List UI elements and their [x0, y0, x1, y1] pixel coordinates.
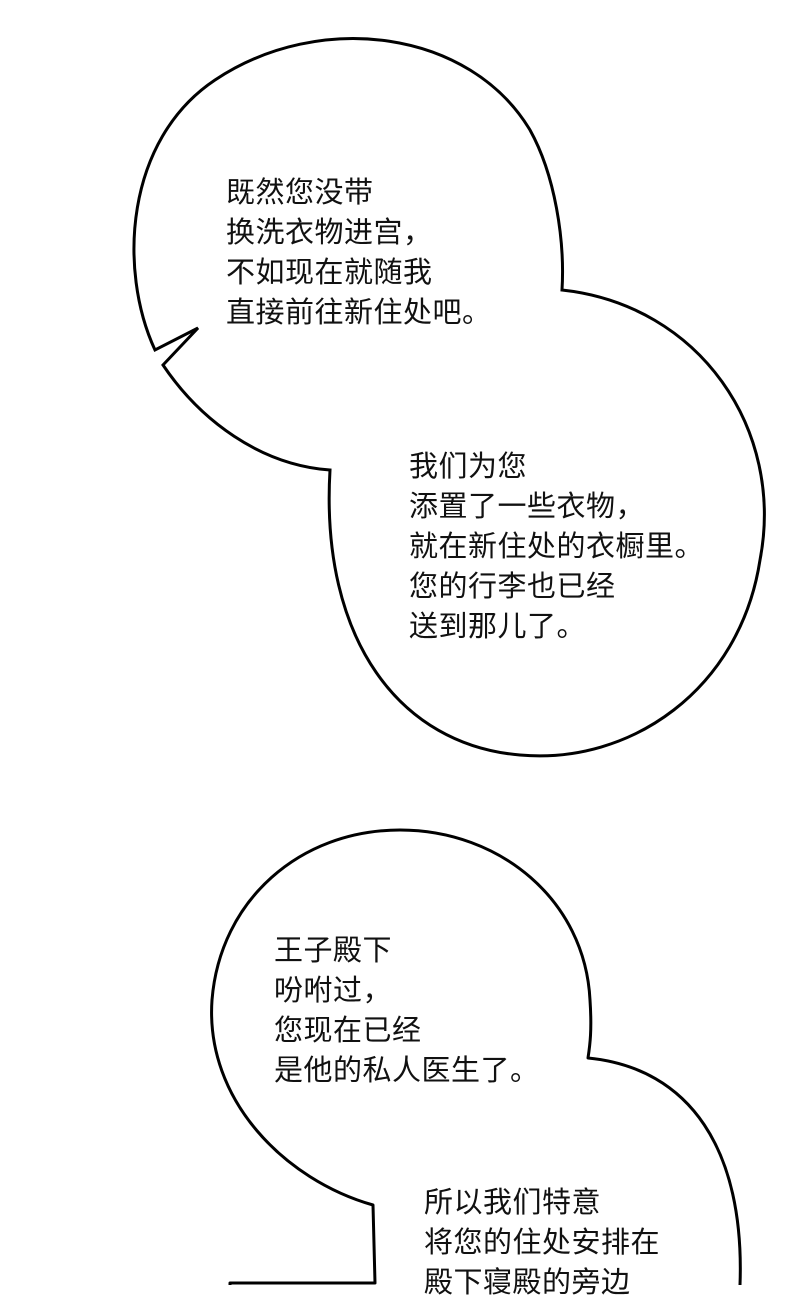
bubble-text-line: 直接前往新住处吧。 [226, 295, 492, 329]
bubble-1-text: 既然您没带 换洗衣物进宫， 不如现在就随我 直接前往新住处吧。 [226, 172, 492, 332]
speech-bubble-lower [210, 828, 742, 1285]
bubble-text-line: 殿下寝殿的旁边 [424, 1265, 631, 1299]
speech-bubble-upper [132, 37, 766, 758]
bubble-text-line: 既然您没带 [226, 175, 374, 209]
bubble-4-text: 所以我们特意 将您的住处安排在 殿下寝殿的旁边 [424, 1182, 660, 1302]
bubble-text-line: 就在新住处的衣橱里。 [409, 529, 705, 563]
bubble-3-text: 王子殿下 吩咐过， 您现在已经 是他的私人医生了。 [274, 930, 540, 1090]
bubble-text-line: 王子殿下 [274, 933, 393, 967]
bubble-text-line: 所以我们特意 [424, 1185, 602, 1219]
bubble-text-line: 换洗衣物进宫， [226, 215, 433, 249]
bubble-text-line: 将您的住处安排在 [424, 1225, 661, 1259]
bubble-text-line: 您现在已经 [274, 1013, 422, 1047]
bubble-text-line: 您的行李也已经 [409, 569, 616, 603]
bubble-2-text: 我们为您 添置了一些衣物， 就在新住处的衣橱里。 您的行李也已经 送到那儿了。 [409, 446, 704, 646]
bubble-text-line: 送到那儿了。 [409, 609, 587, 643]
bubble-text-line: 我们为您 [409, 449, 528, 483]
bubble-text-line: 添置了一些衣物， [409, 489, 646, 523]
bubble-text-line: 是他的私人医生了。 [274, 1053, 540, 1087]
bubble-text-line: 吩咐过， [274, 973, 393, 1007]
bubble-text-line: 不如现在就随我 [226, 255, 433, 289]
